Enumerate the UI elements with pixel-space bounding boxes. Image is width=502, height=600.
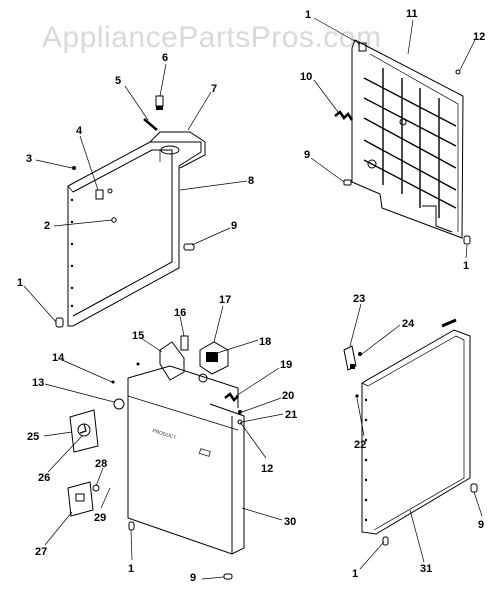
callout-label: 24 <box>402 318 415 330</box>
screw-icon <box>382 536 389 546</box>
door-holes <box>364 398 368 522</box>
bracket-clip <box>180 335 189 351</box>
callout-label: 11 <box>406 8 418 20</box>
callout-label: 6 <box>162 52 168 64</box>
callout-label: 9 <box>190 572 196 584</box>
callout-label: 1 <box>305 9 311 21</box>
callout-label: 4 <box>76 125 83 137</box>
screw-icon <box>238 410 242 414</box>
knob-panel <box>69 409 99 453</box>
callout-label: 9 <box>231 220 237 232</box>
callout-label: 20 <box>282 390 294 402</box>
callout-label: 1 <box>128 563 134 575</box>
frame-hinge-holes <box>70 198 74 308</box>
frame-bracket <box>149 131 206 169</box>
door-hinge <box>343 345 357 371</box>
callout-label: 30 <box>284 516 296 528</box>
spring-icon <box>224 392 239 402</box>
callout-label: 1 <box>17 277 23 289</box>
screw-icon <box>128 521 135 531</box>
screw-icon <box>358 352 362 356</box>
frame-pin <box>143 118 158 131</box>
callout-label: 27 <box>35 546 47 558</box>
watermark: AppliancePartsPros.com <box>42 21 381 54</box>
callout-label: 13 <box>32 377 44 389</box>
callout-label: 12 <box>261 463 273 475</box>
callout-label: 22 <box>354 439 366 451</box>
callout-label: 17 <box>219 294 231 306</box>
screw-icon <box>136 362 140 366</box>
callout-label: 9 <box>304 149 310 161</box>
callout-label: 15 <box>132 330 144 342</box>
leader-lines <box>23 17 483 580</box>
spring-icon <box>441 318 457 328</box>
callout-label: 12 <box>473 31 485 43</box>
callout-label: 18 <box>259 336 271 348</box>
callout-label: 1 <box>463 260 469 272</box>
callout-label: 19 <box>280 359 292 371</box>
callout-label: 8 <box>248 175 254 187</box>
screw-icon <box>223 573 233 580</box>
screw-icon <box>111 380 115 384</box>
switch-module <box>199 341 229 375</box>
callout-label: 3 <box>26 153 32 165</box>
vent-tab <box>358 42 367 52</box>
knob-icon <box>198 373 208 383</box>
screw-icon <box>463 235 471 245</box>
callout-label: 21 <box>285 409 297 421</box>
callout-label: 26 <box>38 472 50 484</box>
panel-text: PRODUCT <box>151 428 176 441</box>
callout-label: 16 <box>174 307 186 319</box>
screw-icon <box>470 483 478 493</box>
callout-label: 31 <box>420 563 432 575</box>
callout-label: 7 <box>211 83 217 95</box>
callout-label: 2 <box>44 220 50 232</box>
screw-icon <box>111 217 117 223</box>
callout-label: 5 <box>115 75 121 87</box>
callout-label: 28 <box>95 458 107 470</box>
callout-label: 29 <box>94 512 106 524</box>
screw-icon <box>183 243 195 251</box>
screw-icon <box>72 166 76 170</box>
door-frame-assembly <box>55 95 206 328</box>
control-bracket <box>159 341 185 381</box>
screw-icon <box>55 317 64 328</box>
callout-label: 10 <box>300 71 312 83</box>
latch-clip <box>155 95 164 110</box>
screw-icon <box>455 69 461 75</box>
callout-label: 23 <box>353 293 365 305</box>
frame-clip <box>95 188 113 200</box>
callout-label: 9 <box>478 519 484 531</box>
screw-icon <box>355 394 359 398</box>
inner-door-panel <box>334 39 471 245</box>
spring-icon <box>334 110 354 121</box>
callout-label: 14 <box>52 352 65 364</box>
knob-panel <box>67 481 94 517</box>
callout-label: 1 <box>352 568 358 580</box>
door-outer-panel <box>343 318 478 546</box>
screw-icon <box>92 484 100 492</box>
callout-label: 25 <box>27 431 39 443</box>
callouts: 1 2 3 4 5 6 7 8 9 1 11 12 10 9 1 17 16 1… <box>17 8 485 584</box>
screw-icon <box>343 179 352 186</box>
